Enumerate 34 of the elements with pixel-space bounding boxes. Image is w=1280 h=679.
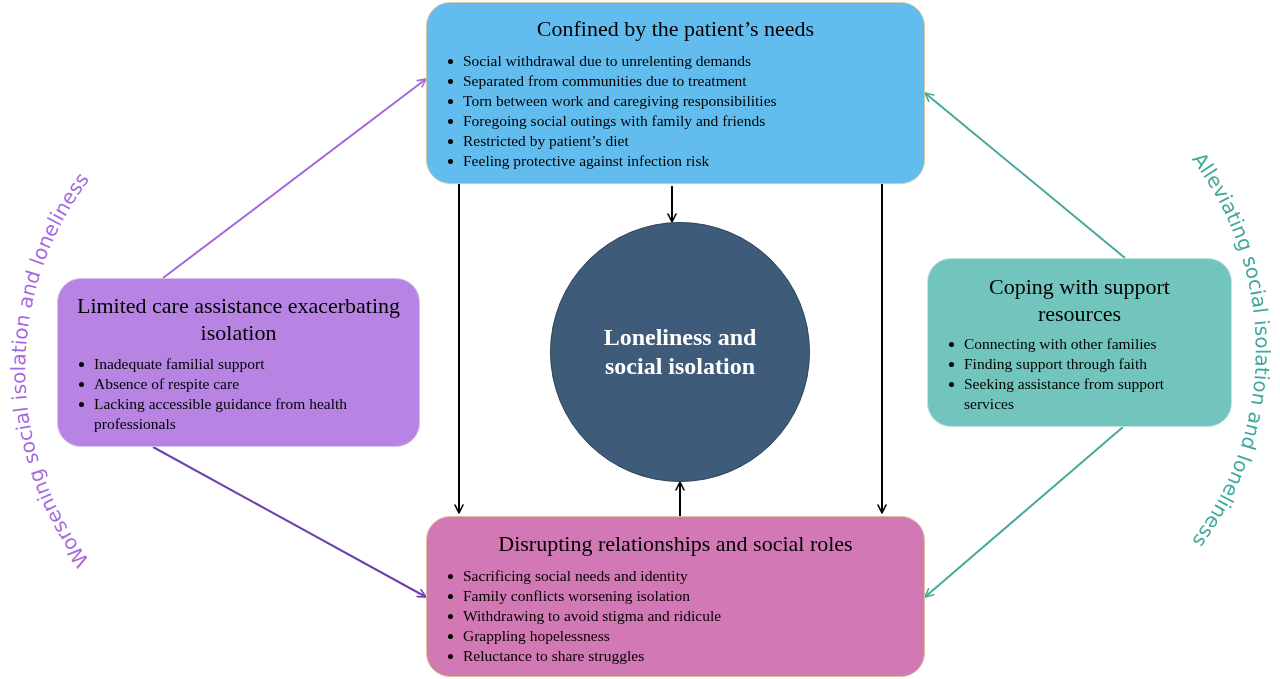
bullet-item: Reluctance to share struggles [447,646,645,666]
arrow [454,183,464,514]
bullet-item: Separated from communities due to treatment [447,71,747,91]
bullet-item: Restricted by patient’s diet [447,131,629,151]
rounded-box [57,278,420,447]
bullet-item: Withdrawing to avoid stigma and ridicule [447,606,722,626]
box-heading: Confined by the patient’s needs [536,15,815,43]
bullet-item: Inadequate familial support [78,354,265,374]
arrow [675,481,685,517]
bullet-item: Foregoing social outings with family and friends [447,111,766,131]
circle-label: Loneliness and social isolation [602,323,758,381]
rounded-box [426,516,925,677]
bullet-item: Finding support through faith [948,354,1147,374]
arrow [152,446,427,598]
bullet-item: Family conflicts worsening isolation [447,586,690,606]
bullet-item: Grappling hopelessness [447,626,610,646]
arrow [877,183,887,514]
bullet-item: Lacking accessible guidance from health professionals [78,394,409,434]
arrow [667,185,677,223]
bullet-item: Absence of respite care [78,374,240,394]
bullet-item: Seeking assistance from support services [948,374,1201,414]
bullet-item: Connecting with other families [948,334,1157,354]
rounded-box [426,2,925,184]
arrow [924,92,1126,259]
arrow [162,78,427,279]
box-heading: Coping with support resources [988,273,1171,327]
bullet-item: Feeling protective against infection risk [447,151,710,171]
bullet-item: Sacrificing social needs and identity [447,566,688,586]
bullet-item: Torn between work and caregiving responsibilities [447,91,777,111]
box-heading: Disrupting relationships and social roles [498,530,853,558]
bullet-item: Social withdrawal due to unrelenting demands [447,51,751,71]
arrow [924,426,1124,598]
box-heading: Limited care assistance exacerbating isolation [75,292,402,346]
rounded-box [927,258,1232,427]
